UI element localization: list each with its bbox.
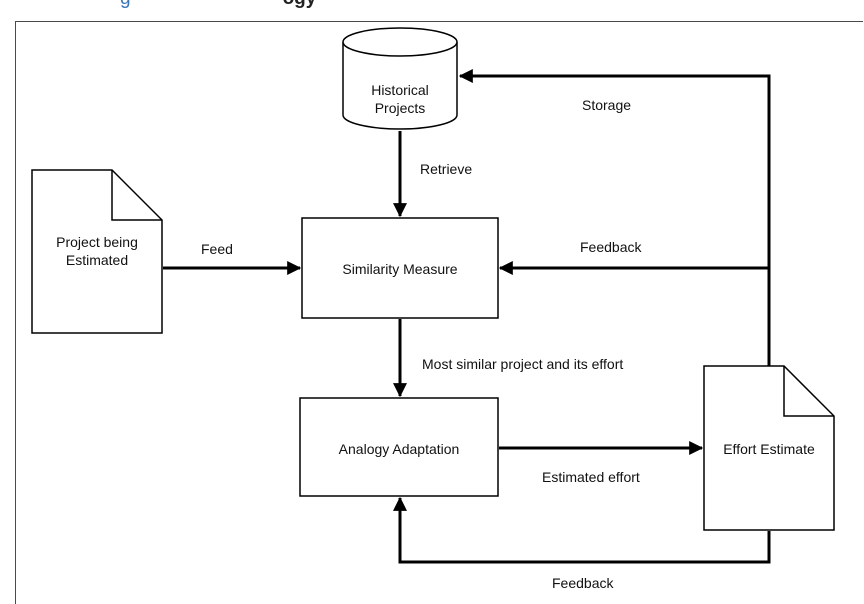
caption-bold-text: ogy [283,0,317,9]
similarity-measure-node [301,217,499,319]
retrieve-label: Retrieve [420,161,473,177]
analogy-adaptation-label: Analogy Adaptation [338,441,460,457]
analogy-adaptation-node [299,397,499,497]
feedback-bottom-label: Feedback [552,575,614,591]
estimated-effort-label: Estimated effort [542,469,640,485]
diagram-frame [15,21,863,604]
caption-text: g ogy [120,0,316,10]
feedback-bottom-edge [393,496,771,564]
project-being-estimated-label: Project being Estimated [56,234,138,268]
storage-label: Storage [582,97,632,113]
historical-projects-node [342,27,458,130]
historical-projects-label: Historical Projects [371,82,429,116]
effort-estimate-node [703,365,835,531]
similarity-measure-label: Similarity Measure [342,261,458,277]
effort-estimate-label: Effort Estimate [723,441,815,457]
feed-label: Feed [201,241,233,257]
project-being-estimated-node [31,169,163,334]
figure-caption: g ogy [0,0,864,22]
caption-link[interactable]: g [120,0,131,9]
storage-edge [458,69,771,366]
most-similar-label: Most similar project and its effort [422,356,624,372]
feedback-top-label: Feedback [580,239,642,255]
